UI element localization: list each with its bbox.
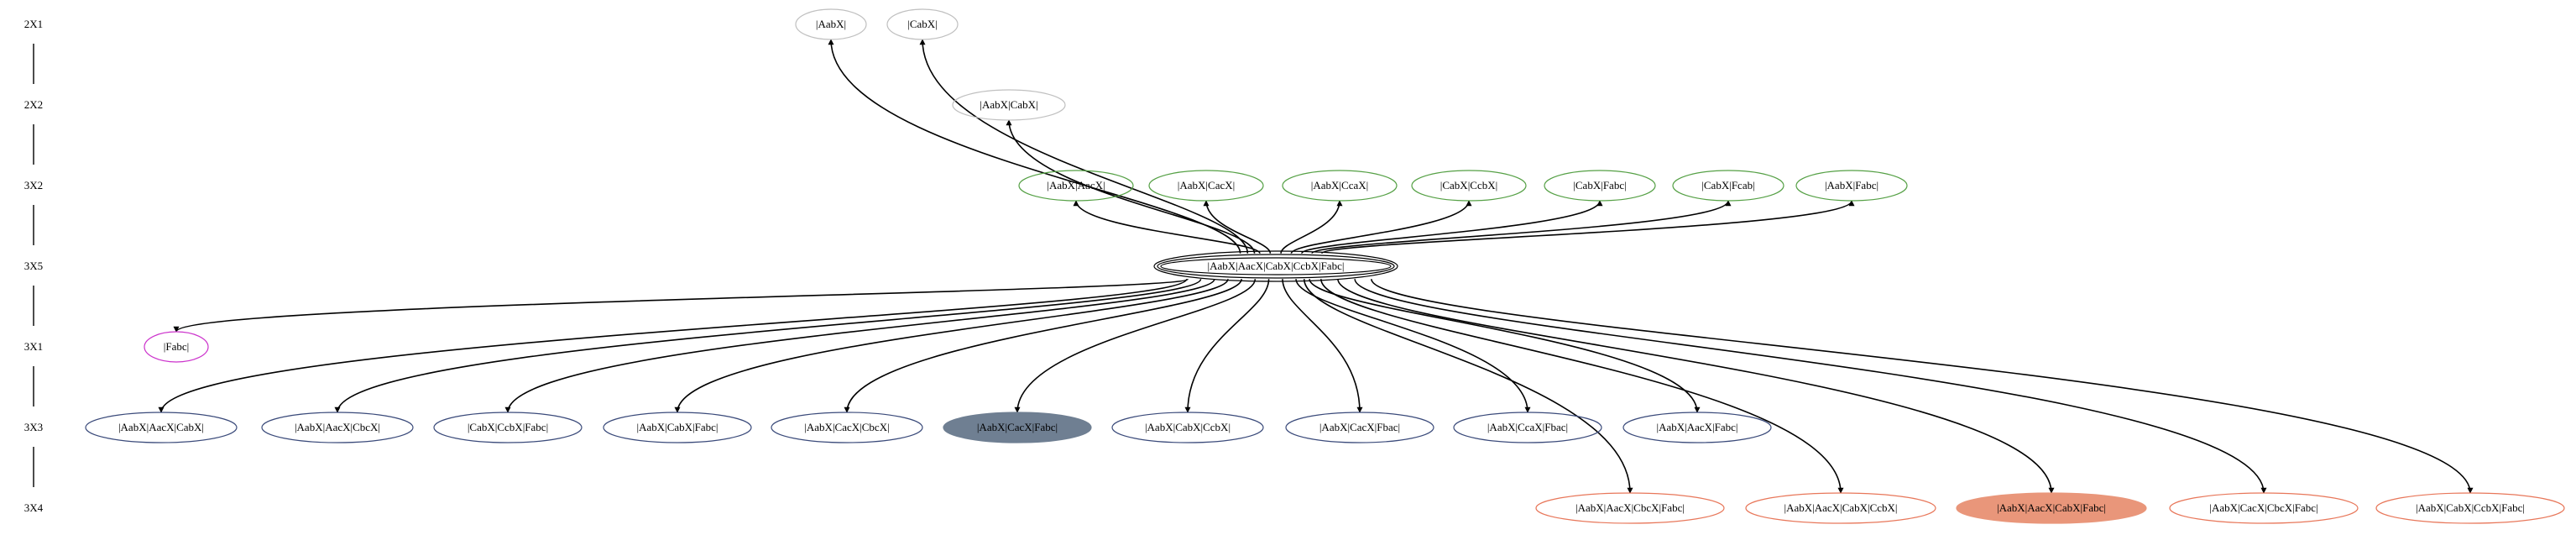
rank-label: 2X2 xyxy=(24,98,43,111)
edge-arrow xyxy=(1014,279,1257,413)
diagram-node[interactable]: |AabX|CabX|CcbX|Fabc| xyxy=(2375,492,2565,524)
node-label: |AabX|AacX| xyxy=(1047,179,1105,191)
diagram-node[interactable]: |AabX|AacX| xyxy=(1018,170,1134,202)
diagram-node[interactable]: |AabX|AacX|CbcX|Fabc| xyxy=(1535,492,1725,524)
node-label: |AabX|AacX|CbcX| xyxy=(295,421,380,433)
node-label: |CabX|Fcab| xyxy=(1701,179,1754,191)
edge-arrow xyxy=(1006,119,1256,254)
diagram-node[interactable]: |AabX|CacX|Fbac| xyxy=(1285,412,1434,443)
edge-arrow xyxy=(1354,279,2267,494)
node-label: |CabX|Fabc| xyxy=(1573,179,1626,191)
edge-arrow xyxy=(504,278,1215,413)
edge-arrow xyxy=(844,279,1242,413)
rank-label: 3X2 xyxy=(24,179,43,191)
diagram-node[interactable]: |AabX| xyxy=(795,8,867,40)
edge-arrow xyxy=(1073,200,1261,254)
node-label: |AabX|CacX|Fbac| xyxy=(1319,421,1400,433)
rank-label: 2X1 xyxy=(24,18,43,30)
node-label: |AabX|Fabc| xyxy=(1825,179,1878,191)
node-label: |AabX|CcaX| xyxy=(1311,179,1368,191)
edge-arrow xyxy=(1311,200,1732,254)
diagram-node[interactable]: |AabX|CabX| xyxy=(952,89,1066,121)
diagram-node[interactable]: |AabX|CacX| xyxy=(1148,170,1264,202)
node-label: |AabX|CabX|CcbX| xyxy=(1145,421,1231,433)
diagram-node[interactable]: |AabX|CabX|Fabc| xyxy=(603,412,752,443)
edges xyxy=(158,39,2474,494)
edge-arrow xyxy=(1290,200,1472,254)
node-label: |Fabc| xyxy=(164,340,189,353)
node-label: |AabX|CabX|CcbX|Fabc| xyxy=(2416,501,2525,514)
diagram-node[interactable]: |AabX|CacX|CbcX| xyxy=(771,412,923,443)
rank-label: 3X5 xyxy=(24,260,43,272)
node-label: |CabX|CcbX| xyxy=(1440,179,1497,191)
node-label: |CabX| xyxy=(907,18,938,30)
rank-label: 3X1 xyxy=(24,340,43,353)
diagram-node[interactable]: |AabX|AacX|Fabc| xyxy=(1622,412,1772,443)
node-label: |AabX|CacX| xyxy=(1178,179,1235,191)
node-label: |CabX|CcbX|Fabc| xyxy=(468,421,548,433)
node-label: |AabX|CabX| xyxy=(980,98,1037,111)
rank-label: 3X3 xyxy=(24,421,43,433)
diagram-node[interactable]: |CabX|Fabc| xyxy=(1544,170,1656,202)
node-label: |AabX|CacX|CbcX| xyxy=(804,421,889,433)
diagram-node[interactable]: |AabX|AacX|CbcX| xyxy=(261,412,414,443)
edge-arrow xyxy=(1337,279,2055,494)
diagram-node[interactable]: |AabX|CcaX| xyxy=(1282,170,1398,202)
node-label: |AabX|AacX|CabX|CcbX|Fabc| xyxy=(1208,260,1345,272)
diagram-node[interactable]: |CabX| xyxy=(886,8,959,40)
edge-arrow xyxy=(1280,200,1343,254)
node-label: |AabX|CacX|Fabc| xyxy=(977,421,1058,433)
edge-arrow xyxy=(1295,279,1531,413)
edge-arrow xyxy=(1309,279,1701,413)
diagram-node[interactable]: |AabX|CacX|CbcX|Fabc| xyxy=(2169,492,2359,524)
edge-arrow xyxy=(334,278,1202,413)
diagram-node[interactable]: |CabX|CcbX|Fabc| xyxy=(433,412,583,443)
edge-arrow xyxy=(1203,200,1272,254)
edge-arrow xyxy=(828,39,1241,254)
diagram-node[interactable]: |AabX|CacX|Fabc| xyxy=(943,412,1092,443)
diagram-node[interactable]: |AabX|AacX|CabX|CcbX| xyxy=(1745,492,1936,524)
edge-arrow xyxy=(674,279,1229,413)
node-label: |AabX|AacX|Fabc| xyxy=(1656,421,1737,433)
node-label: |AabX|CcaX|Fbac| xyxy=(1487,421,1568,433)
edge-arrow xyxy=(919,39,1249,254)
edge-arrow xyxy=(1303,279,1633,494)
node-label: |AabX|AacX|CabX|CcbX| xyxy=(1784,501,1897,514)
rank-axis: 2X1 2X2 3X2 3X5 3X1 3X3 3X4 xyxy=(24,18,44,514)
diagram-node[interactable]: |Fabc| xyxy=(144,331,209,363)
diagram-node[interactable]: |AabX|Fabc| xyxy=(1795,170,1908,202)
diagram-node[interactable]: |CabX|Fcab| xyxy=(1672,170,1784,202)
diagram-node[interactable]: |CabX|CcbX| xyxy=(1411,170,1527,202)
diagram-node[interactable]: |AabX|AacX|CabX|CcbX|Fabc| xyxy=(1153,250,1398,282)
node-label: |AabX|AacX|CbcX|Fabc| xyxy=(1575,501,1685,514)
edge-arrow xyxy=(1282,279,1363,413)
edge-arrow xyxy=(1371,279,2474,494)
edge-arrow xyxy=(1301,200,1603,254)
nodes: |AabX| |CabX| |AabX|CabX| |AabX|AacX| |A… xyxy=(85,8,2565,524)
diagram-node[interactable]: |AabX|AacX|CabX| xyxy=(85,412,238,443)
diagram-node[interactable]: |AabX|AacX|CabX|Fabc| xyxy=(1956,492,2147,524)
node-label: |AabX| xyxy=(816,18,846,30)
node-label: |AabX|CabX|Fabc| xyxy=(636,421,718,433)
edge-arrow xyxy=(1184,279,1270,413)
node-label: |AabX|AacX|CabX|Fabc| xyxy=(1997,501,2106,514)
edge-arrow xyxy=(158,278,1188,413)
edge-arrow xyxy=(1321,200,1855,254)
rank-label: 3X4 xyxy=(24,501,44,514)
diagram-node[interactable]: |AabX|CcaX|Fbac| xyxy=(1453,412,1602,443)
edge-arrow xyxy=(1320,279,1844,494)
diagram-node[interactable]: |AabX|CabX|CcbX| xyxy=(1111,412,1264,443)
node-label: |AabX|AacX|CabX| xyxy=(118,421,204,433)
edge-arrow xyxy=(173,278,1189,333)
node-label: |AabX|CacX|CbcX|Fabc| xyxy=(2209,501,2317,514)
